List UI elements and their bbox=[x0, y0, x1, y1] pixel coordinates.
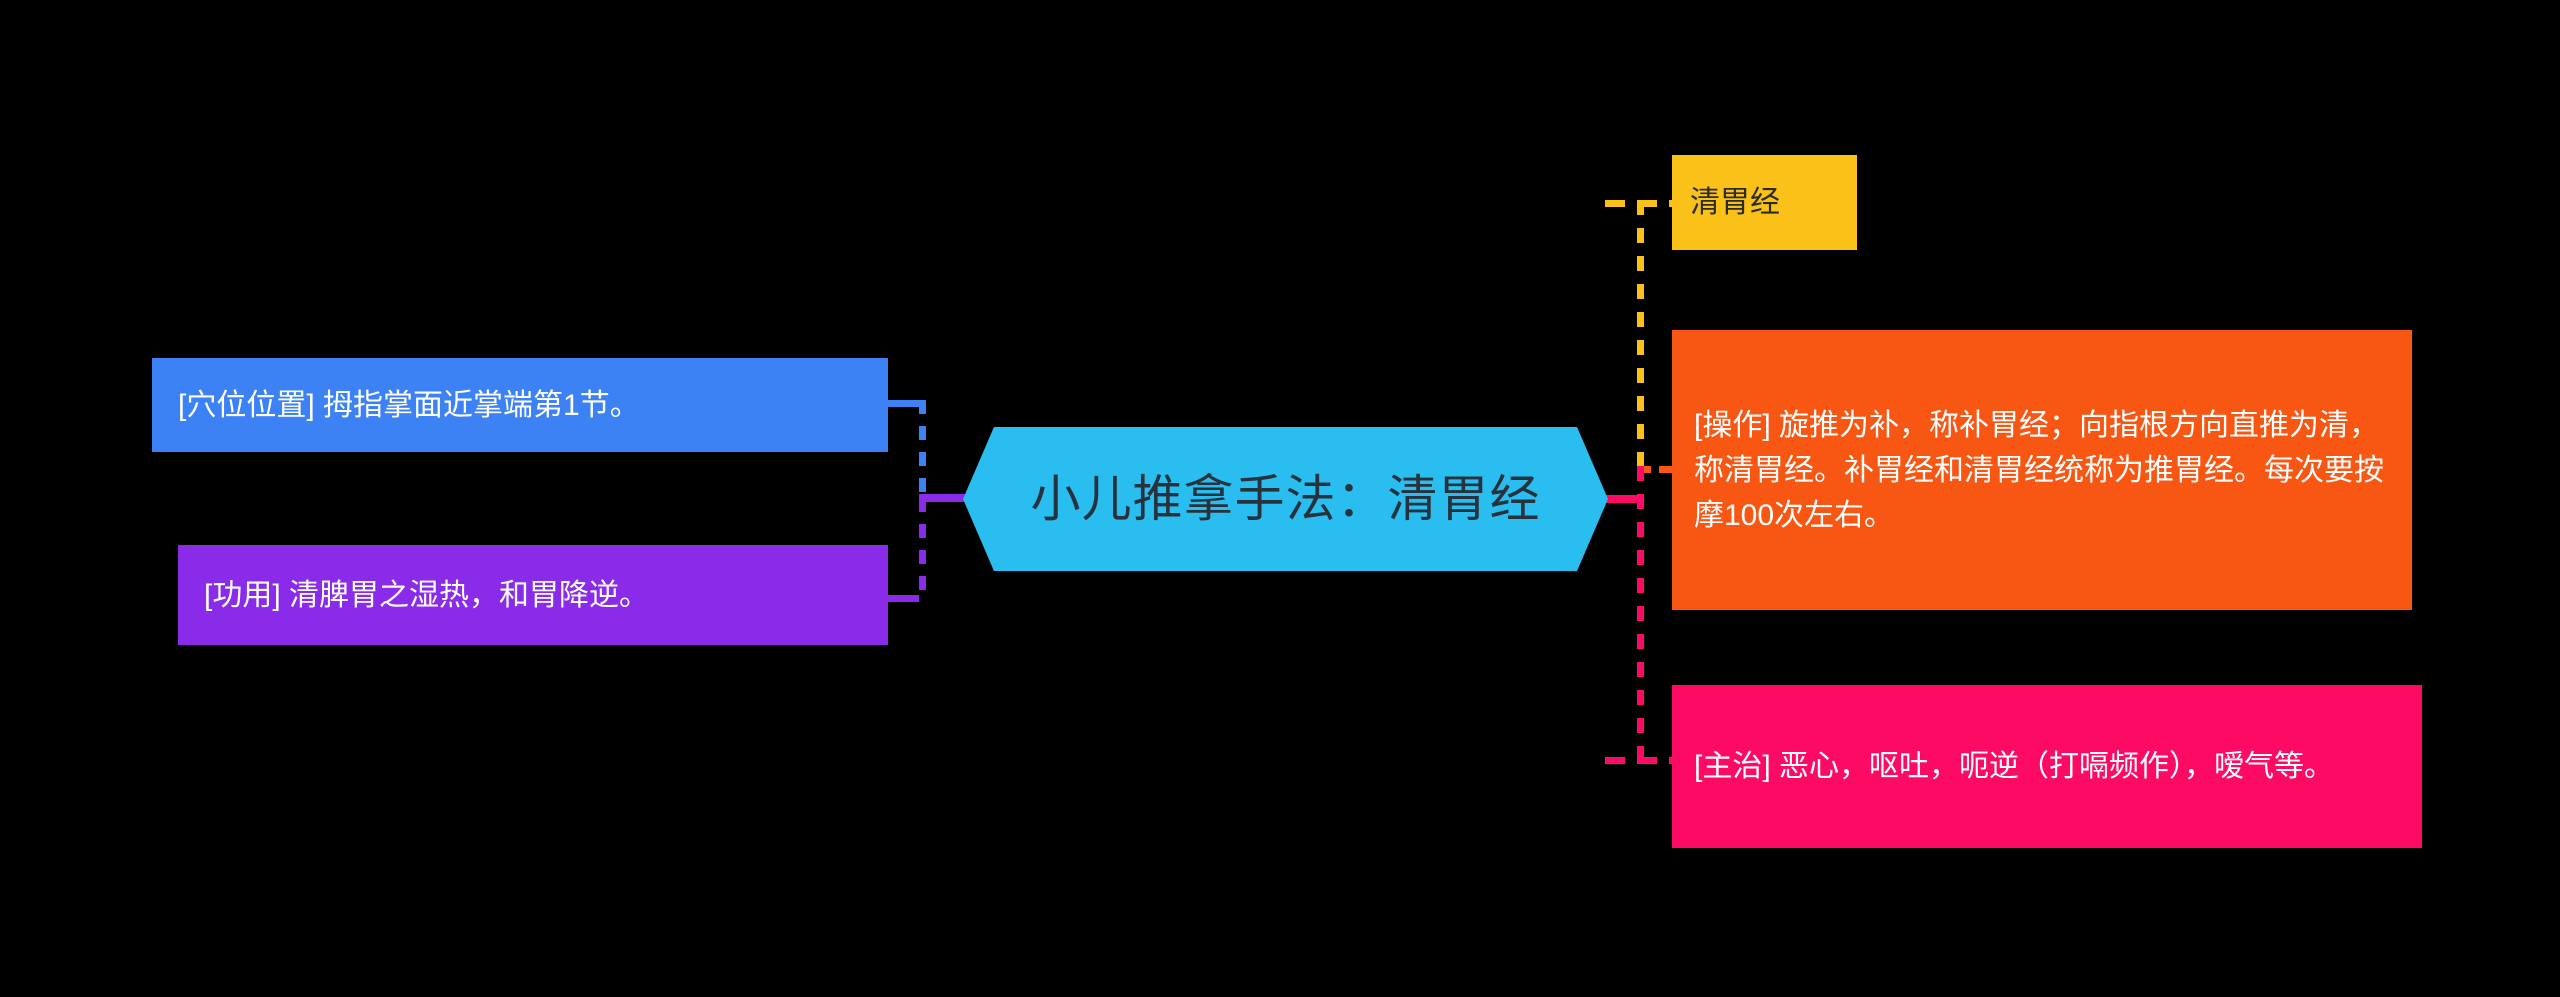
central-node-label: 小儿推拿手法：清胃经 bbox=[1030, 470, 1541, 527]
node-operation-label: [操作] 旋推为补，称补胃经；向指根方向直推为清，称清胃经。补胃经和清胃经统称为… bbox=[1694, 408, 2384, 532]
connector-trunk-left-lower bbox=[919, 498, 926, 602]
connector-trunk-right-lower bbox=[1637, 466, 1644, 761]
central-node[interactable]: 小儿推拿手法：清胃经 bbox=[963, 427, 1608, 571]
node-acupoint-position-label: [穴位位置] 拇指掌面近掌端第1节。 bbox=[178, 388, 640, 422]
node-function[interactable]: [功用] 清脾胃之湿热，和胃降逆。 bbox=[178, 545, 888, 645]
node-operation[interactable]: [操作] 旋推为补，称补胃经；向指根方向直推为清，称清胃经。补胃经和清胃经统称为… bbox=[1672, 330, 2412, 610]
connector-trunk-left-upper bbox=[919, 400, 926, 500]
connector-stub-operation bbox=[1637, 466, 1672, 473]
connector-spine-left bbox=[919, 494, 967, 502]
connector-stub-function bbox=[888, 595, 919, 602]
connector-spine-right bbox=[1596, 495, 1644, 503]
node-indication[interactable]: [主治] 恶心，呕吐，呃逆（打嗝频作），嗳气等。 bbox=[1672, 685, 2422, 848]
node-function-label: [功用] 清脾胃之湿热，和胃降逆。 bbox=[204, 578, 650, 612]
node-indication-label: [主治] 恶心，呕吐，呃逆（打嗝频作），嗳气等。 bbox=[1694, 750, 2335, 783]
connector-stub-position bbox=[888, 400, 919, 407]
node-point-name[interactable]: 清胃经 bbox=[1672, 155, 1857, 250]
connector-trunk-right-upper bbox=[1637, 200, 1644, 466]
connector-stub-indication bbox=[1605, 757, 1672, 764]
node-point-name-label: 清胃经 bbox=[1690, 186, 1780, 219]
node-acupoint-position[interactable]: [穴位位置] 拇指掌面近掌端第1节。 bbox=[152, 358, 888, 452]
